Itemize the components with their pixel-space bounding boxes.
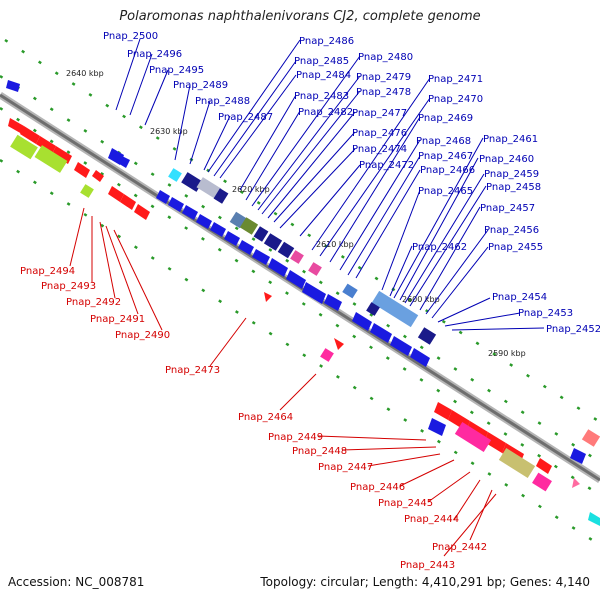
gene-label: Pnap_2462 (412, 242, 467, 253)
gene-label: Pnap_2466 (420, 165, 475, 176)
forward-label-text: Pnap_2500 Pnap_2496 Pnap_2495 Pnap_2489 … (103, 31, 600, 335)
gene-label: Pnap_2445 (378, 498, 433, 509)
gene-label: Pnap_2482 (298, 107, 353, 118)
forward-labels (115, 38, 545, 331)
gene-label: Pnap_2460 (479, 154, 534, 165)
gene-label: Pnap_2478 (356, 87, 411, 98)
gene-label: Pnap_2472 (359, 160, 414, 171)
gene-label: Pnap_2442 (432, 542, 487, 553)
gene-label: Pnap_2483 (294, 91, 349, 102)
tick-label: 2590 kbp (488, 349, 526, 358)
gene-label: Pnap_2456 (484, 225, 539, 236)
gene-label: Pnap_2454 (492, 292, 547, 303)
topology-text: Topology: circular; Length: 4,410,291 bp… (260, 575, 590, 589)
gene-label: Pnap_2449 (268, 432, 323, 443)
map-title: Polaromonas naphthalenivorans CJ2, compl… (119, 9, 481, 24)
tick-label: 2610 kbp (316, 240, 354, 249)
gene-label: Pnap_2473 (165, 365, 220, 376)
tick-label: 2640 kbp (66, 69, 104, 78)
gene-label: Pnap_2490 (115, 330, 170, 341)
reverse-label-text: Pnap_2494 Pnap_2493 Pnap_2492 Pnap_2491 … (20, 266, 487, 571)
gene-label: Pnap_2461 (483, 134, 538, 145)
scale-labels: 2640 kbp 2630 kbp 2620 kbp 2610 kbp 2600… (66, 69, 526, 358)
gene-label: Pnap_2465 (418, 186, 473, 197)
gene-label: Pnap_2467 (418, 151, 473, 162)
gene-label: Pnap_2493 (41, 281, 96, 292)
forward-genes (6, 80, 600, 526)
gene-label: Pnap_2464 (238, 412, 293, 423)
tick-label: 2630 kbp (150, 127, 188, 136)
gene-label: Pnap_2484 (296, 70, 351, 81)
gene-label: Pnap_2491 (90, 314, 145, 325)
reverse-genes (8, 118, 600, 492)
gene-label: Pnap_2443 (400, 560, 455, 571)
gene-label: Pnap_2453 (518, 308, 573, 319)
gene-label: Pnap_2448 (292, 446, 347, 457)
gene-label: Pnap_2446 (350, 482, 405, 493)
gene-label: Pnap_2477 (352, 108, 407, 119)
gene-label: Pnap_2452 (546, 324, 600, 335)
reverse-labels (69, 207, 497, 557)
gene-label: Pnap_2471 (428, 74, 483, 85)
gene-label: Pnap_2468 (416, 136, 471, 147)
gene-label: Pnap_2495 (149, 65, 204, 76)
gene-label: Pnap_2470 (428, 94, 483, 105)
accession-text: Accession: NC_008781 (8, 575, 145, 589)
gene-label: Pnap_2486 (299, 36, 354, 47)
tick-label: 2600 kbp (402, 295, 440, 304)
gene-label: Pnap_2485 (294, 56, 349, 67)
tick-label: 2620 kbp (232, 185, 270, 194)
gene-label: Pnap_2447 (318, 462, 373, 473)
gene-label: Pnap_2459 (484, 169, 539, 180)
gene-label: Pnap_2500 (103, 31, 158, 42)
gene-label: Pnap_2474 (352, 144, 407, 155)
gene-label: Pnap_2480 (358, 52, 413, 63)
gene-label: Pnap_2496 (127, 49, 182, 60)
gene-label: Pnap_2457 (480, 203, 535, 214)
gene-label: Pnap_2455 (488, 242, 543, 253)
gene-label: Pnap_2488 (195, 96, 250, 107)
gene-label: Pnap_2458 (486, 182, 541, 193)
gene-label: Pnap_2492 (66, 297, 121, 308)
gene-label: Pnap_2444 (404, 514, 459, 525)
gene-label: Pnap_2489 (173, 80, 228, 91)
gene-label: Pnap_2487 (218, 112, 273, 123)
gene-label: Pnap_2476 (352, 128, 407, 139)
gene-label: Pnap_2494 (20, 266, 75, 277)
gene-label: Pnap_2479 (356, 72, 411, 83)
gene-label: Pnap_2469 (418, 113, 473, 124)
forward-arrow-row (156, 190, 430, 367)
